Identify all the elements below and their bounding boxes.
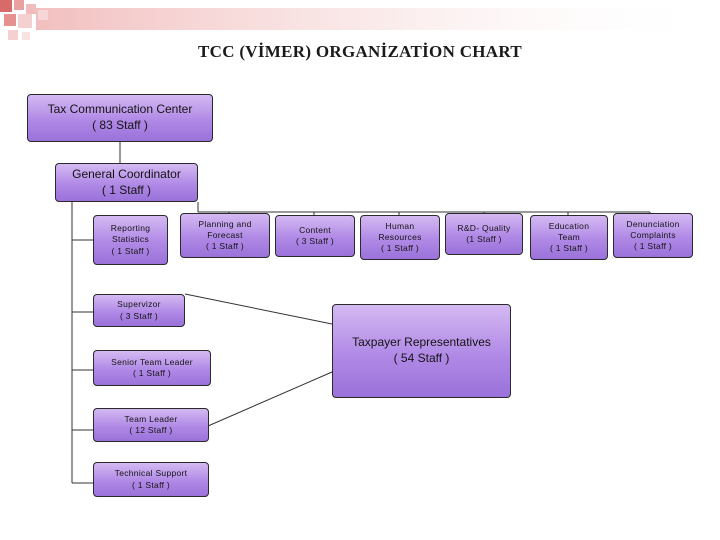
node-planning-forecast: Planning and Forecast ( 1 Staff ) — [180, 213, 270, 258]
node-label: Complaints — [630, 229, 676, 240]
node-label: Team Leader — [124, 413, 178, 424]
node-label: Human — [385, 220, 415, 231]
node-team-leader: Team Leader ( 12 Staff ) — [93, 408, 209, 442]
node-staff-count: ( 1 Staff ) — [131, 479, 171, 490]
node-label: Tax Communication Center — [47, 102, 193, 117]
node-staff-count: ( 3 Staff ) — [119, 310, 159, 321]
node-general-coordinator: General Coordinator ( 1 Staff ) — [55, 163, 198, 202]
node-senior-team-leader: Senior Team Leader ( 1 Staff ) — [93, 350, 211, 386]
node-staff-count: ( 1 Staff ) — [549, 243, 589, 254]
node-human-resources: Human Resources ( 1 Staff ) — [360, 215, 440, 260]
node-label: Supervizor — [117, 299, 161, 310]
node-denunciation-complaints: Denunciation Complaints ( 1 Staff ) — [613, 213, 693, 258]
node-rnd-quality: R&D- Quality (1 Staff ) — [445, 213, 523, 255]
node-staff-count: ( 1 Staff ) — [132, 368, 172, 378]
node-label: R&D- Quality — [457, 222, 511, 233]
header-decoration — [0, 0, 720, 40]
node-label: Reporting — [110, 223, 151, 234]
node-staff-count: ( 3 Staff ) — [295, 236, 335, 246]
node-label: Team — [558, 231, 580, 242]
node-label: Denunciation — [626, 218, 680, 229]
node-staff-count: ( 1 Staff ) — [101, 182, 152, 197]
node-content: Content ( 3 Staff ) — [275, 215, 355, 257]
node-label: Taxpayer Representatives — [352, 335, 491, 349]
node-staff-count: ( 83 Staff ) — [92, 118, 148, 132]
node-supervizor: Supervizor ( 3 Staff ) — [93, 294, 185, 327]
node-education-team: Education Team ( 1 Staff ) — [530, 215, 608, 260]
node-staff-count: ( 54 Staff ) — [393, 350, 450, 365]
node-staff-count: ( 1 Staff ) — [111, 245, 150, 256]
node-staff-count: ( 12 Staff ) — [129, 425, 173, 435]
node-label: Technical Support — [114, 468, 188, 479]
node-label: General Coordinator — [72, 166, 181, 181]
node-technical-support: Technical Support ( 1 Staff ) — [93, 462, 209, 497]
node-staff-count: (1 Staff ) — [466, 234, 502, 244]
node-taxpayer-representatives: Taxpayer Representatives ( 54 Staff ) — [332, 304, 511, 398]
node-label: Statistics — [111, 234, 149, 245]
node-label: Planning and — [198, 218, 252, 229]
node-staff-count: ( 1 Staff ) — [633, 241, 673, 252]
node-staff-count: ( 1 Staff ) — [205, 241, 245, 252]
node-label: Forecast — [207, 229, 243, 240]
node-staff-count: ( 1 Staff ) — [380, 243, 420, 254]
node-reporting-statistics: Reporting Statistics ( 1 Staff ) — [93, 215, 168, 265]
node-label: Education — [548, 220, 590, 231]
node-label: Content — [299, 224, 331, 235]
node-label: Senior Team Leader — [111, 356, 193, 367]
chart-title: TCC (VİMER) ORGANİZATİON CHART — [197, 42, 522, 61]
node-label: Resources — [378, 231, 422, 242]
node-tax-communication-center: Tax Communication Center ( 83 Staff ) — [27, 94, 213, 142]
